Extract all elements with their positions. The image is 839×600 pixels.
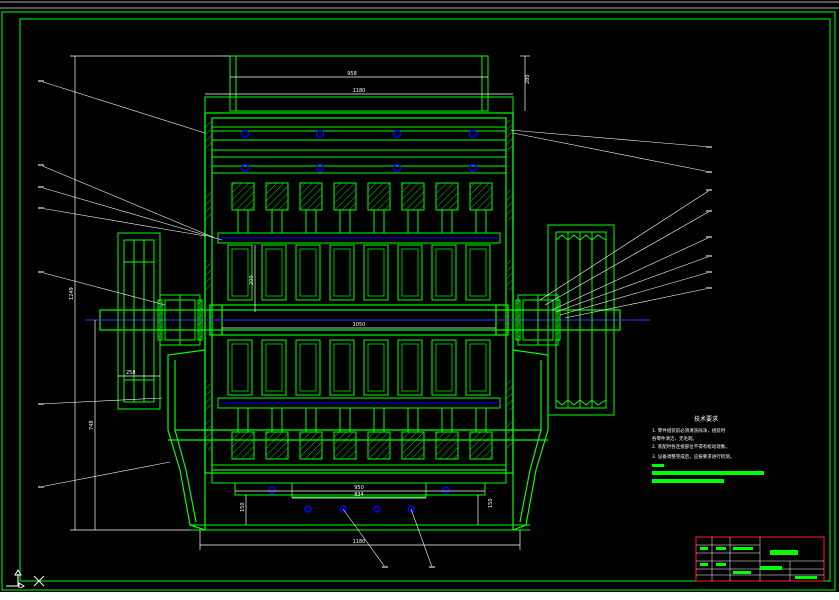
rotor-plate-upper — [227, 244, 253, 301]
dimension-texts: 958 1180 280 1249 748 258 200 1050 950 8… — [69, 71, 531, 545]
left-flywheel — [117, 232, 161, 410]
rotor-plate-lower — [431, 339, 457, 396]
casing-hatch — [205, 120, 211, 150]
casing-hatch — [205, 260, 211, 290]
note-line-4: 3. 设备调整完成后，应按要求进行检测。 — [652, 453, 734, 460]
rotor-plate-lower — [261, 339, 287, 396]
upper-rotor-bar — [217, 232, 501, 244]
lower-casing — [167, 349, 549, 531]
note-bar-3 — [652, 479, 724, 483]
casing-hatch — [205, 380, 211, 410]
upper-bolts — [240, 129, 478, 173]
rotor-plate-upper — [329, 244, 355, 301]
leader-lines-right — [509, 129, 711, 319]
dim-top-outer: 1180 — [353, 88, 366, 94]
dim-foot-left: 150 — [240, 502, 246, 512]
command-line-strip[interactable] — [0, 592, 839, 600]
rotor-plate-upper — [465, 244, 491, 301]
dimension-lines — [70, 55, 530, 550]
leader-lines-bottom — [342, 508, 433, 568]
rotor-plate-lower — [397, 339, 423, 396]
rotor-plate-upper — [431, 244, 457, 301]
rotor-plate-upper — [295, 244, 321, 301]
rotor-plate-lower — [363, 339, 389, 396]
leader-lines-left — [39, 80, 223, 488]
casing-hatch — [507, 420, 513, 450]
right-bearing — [515, 294, 561, 346]
note-line-3: 2. 装配时各连接部位不得有松动现象。 — [652, 443, 730, 450]
rotor-plate-lower — [295, 339, 321, 396]
upper-hammer — [265, 182, 289, 234]
dim-grate-2: 834 — [354, 492, 364, 498]
lower-rotor-bar — [217, 397, 501, 409]
rotor-plate-lower — [465, 339, 491, 396]
rotor-plate-lower — [227, 339, 253, 396]
dim-grate-1: 950 — [354, 485, 364, 491]
sheet-border — [1, 11, 836, 591]
casing-hatch — [507, 380, 513, 410]
casing-hatch — [507, 120, 513, 150]
dim-overall-height: 1249 — [69, 287, 75, 300]
technical-notes: 技术要求 1. 零件组装前必须清洗除净，组装时 各零件清洁、无毛刺。 2. 装配… — [652, 415, 764, 483]
dim-shaft-length: 1050 — [353, 322, 366, 328]
note-line-2: 各零件清洁、无毛刺。 — [652, 435, 697, 442]
dim-top-inner: 958 — [347, 71, 357, 77]
upper-plates — [212, 126, 506, 174]
notes-title: 技术要求 — [694, 415, 718, 423]
casing-hatch — [507, 260, 513, 290]
casing-hatch — [205, 420, 211, 450]
dim-pulley-width: 258 — [126, 370, 136, 376]
dim-top-height: 280 — [525, 74, 531, 84]
bottom-bolts — [268, 486, 450, 513]
right-pulley — [547, 224, 615, 416]
ucs-axis-icon — [6, 569, 45, 588]
lower-hammer — [299, 407, 323, 460]
rotor-plate-upper — [397, 244, 423, 301]
rotor-plate-lower — [329, 339, 355, 396]
bottom-grate — [190, 464, 530, 531]
leader-marks-left — [38, 80, 44, 488]
dim-foot-right: 150 — [488, 498, 494, 508]
note-bar-2 — [652, 471, 764, 475]
casing-hatch — [507, 190, 513, 220]
top-edge-lines — [0, 1, 839, 9]
leader-marks-right — [706, 146, 712, 289]
note-bar-1 — [652, 464, 664, 467]
note-line-1: 1. 零件组装前必须清洗除净，组装时 — [652, 427, 726, 434]
left-bearing — [157, 294, 203, 346]
casing-hatch — [205, 190, 211, 220]
rotor-plates — [205, 120, 513, 450]
leader-marks-bottom — [382, 566, 435, 568]
dim-base-width: 1180 — [353, 539, 366, 545]
dim-lower-height: 748 — [89, 420, 95, 430]
title-block — [695, 536, 825, 582]
crusher-casing — [204, 112, 514, 530]
dim-rotor-disc: 200 — [249, 275, 255, 285]
rotor-plate-upper — [363, 244, 389, 301]
rotor-plate-upper — [261, 244, 287, 301]
